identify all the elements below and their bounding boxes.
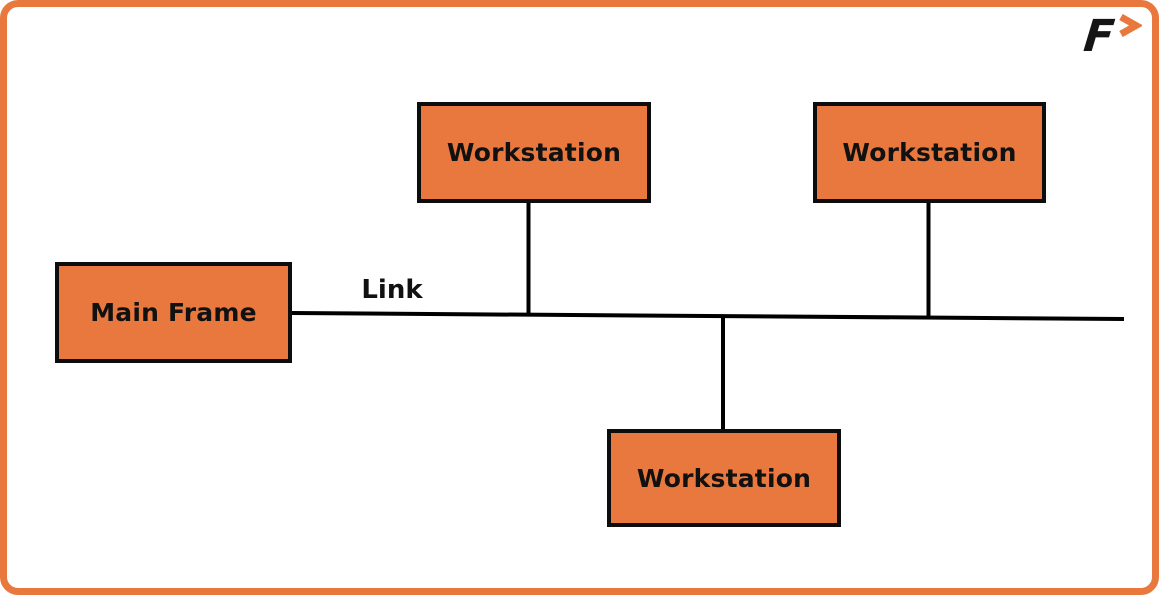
node-workstation-bottom-label: Workstation xyxy=(636,463,812,493)
bus-line xyxy=(291,311,1125,321)
node-main-frame-label: Main Frame xyxy=(90,298,257,327)
chevron-right-icon xyxy=(1119,14,1142,37)
node-main-frame: Main Frame xyxy=(55,262,292,363)
brand-logo: F xyxy=(1081,11,1142,62)
node-workstation-top-left-label: Workstation xyxy=(446,138,622,167)
brand-logo-letter: F xyxy=(1081,11,1117,62)
link-edge-label: Link xyxy=(361,275,423,305)
node-workstation-top-right-label: Workstation xyxy=(842,138,1017,167)
node-workstation-top-right: Workstation xyxy=(813,102,1046,203)
node-workstation-top-left: Workstation xyxy=(417,102,651,203)
node-workstation-bottom: Workstation xyxy=(607,429,841,527)
